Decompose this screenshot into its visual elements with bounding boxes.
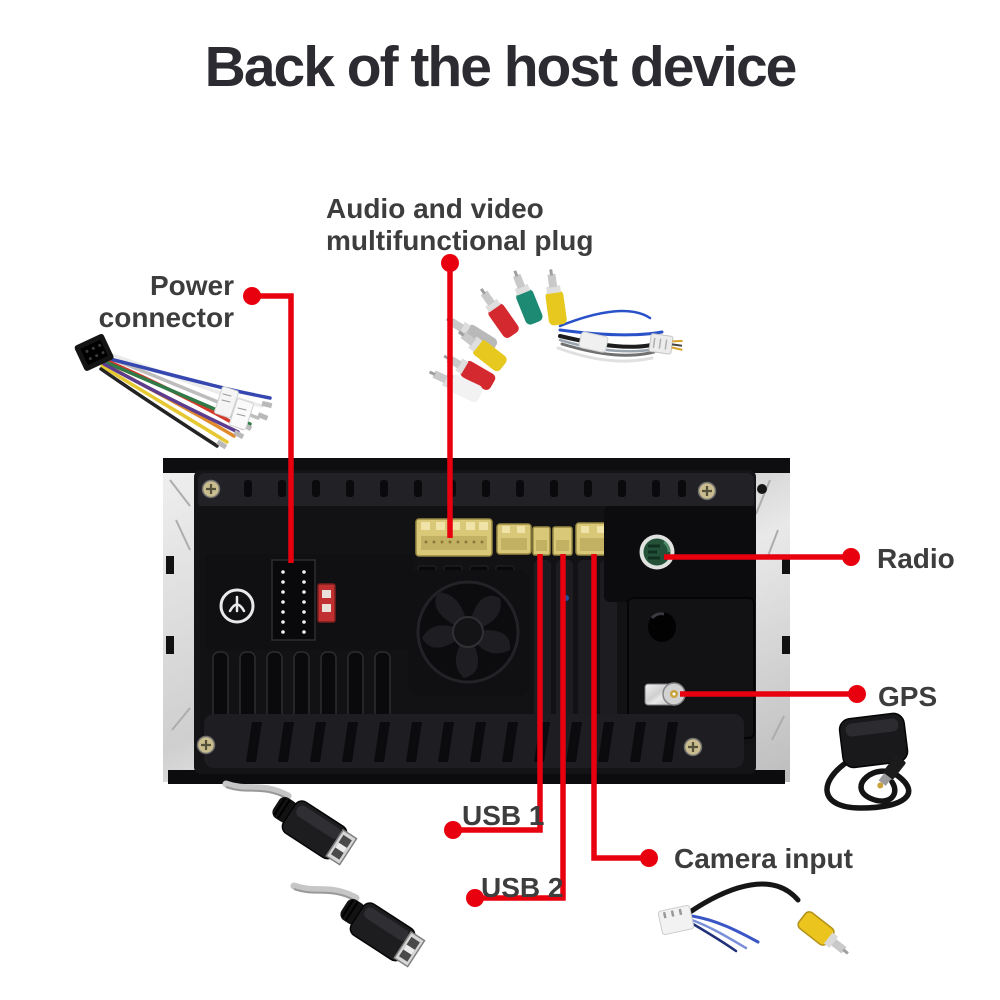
av-multifunction-socket (415, 518, 493, 557)
power-connector-socket (271, 559, 316, 641)
usb2-socket (552, 526, 573, 556)
gps-antenna-socket (644, 682, 686, 706)
av-plug-bundle-photo (425, 267, 683, 404)
label-audio-video-line1: Audio and video (326, 193, 544, 224)
label-audio-video-plug: Audio and video multifunctional plug (326, 193, 594, 257)
diagram-title: Back of the host device (204, 35, 798, 99)
label-usb1: USB 1 (462, 800, 545, 831)
label-power-line2: connector (98, 302, 234, 333)
usb1-socket (532, 526, 551, 556)
fuse (317, 583, 336, 623)
camera-cable-photo (657, 881, 849, 955)
device-back-panel (163, 458, 790, 784)
cooling-fan (408, 570, 530, 696)
label-gps: GPS (878, 681, 938, 712)
aux-socket (496, 523, 532, 555)
label-radio: Radio (877, 543, 955, 574)
label-usb2: USB 2 (481, 872, 564, 903)
label-audio-video-line2: multifunctional plug (326, 225, 594, 256)
radio-antenna-socket (639, 534, 675, 570)
ce-logo (219, 588, 255, 624)
label-camera-input: Camera input (674, 843, 853, 874)
label-power-connector: Power connector (88, 270, 234, 334)
gps-antenna-photo (824, 712, 912, 811)
usb-cable-2-photo (294, 886, 426, 969)
power-harness-photo (74, 333, 273, 450)
label-power-line1: Power (149, 270, 234, 301)
usb-cable-1-photo (226, 784, 358, 867)
